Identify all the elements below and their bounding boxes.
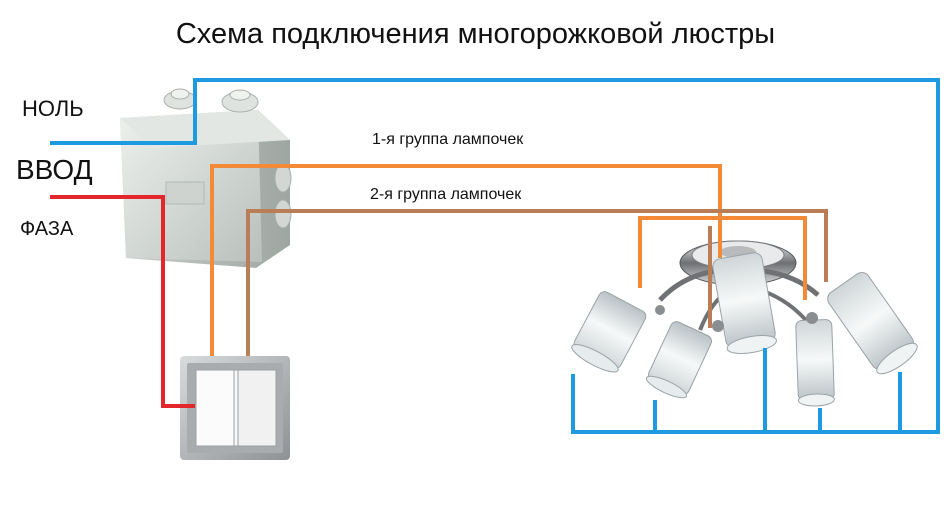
group1-label: 1-я группа лампочек xyxy=(372,131,524,148)
neutral-label: НОЛЬ xyxy=(22,96,84,121)
double-switch-icon xyxy=(180,356,290,460)
group2-label: 2-я группа лампочек xyxy=(370,186,522,203)
diagram-title: Схема подключения многорожковой люстры xyxy=(175,18,776,50)
chandelier-icon xyxy=(571,240,918,407)
neutral-wire xyxy=(50,78,940,434)
phase-label: ФАЗА xyxy=(20,218,74,240)
phase-wire xyxy=(50,195,195,408)
group2-wire xyxy=(246,209,828,356)
junction-box-icon xyxy=(120,88,292,268)
input-label: ВВОД xyxy=(16,154,93,185)
